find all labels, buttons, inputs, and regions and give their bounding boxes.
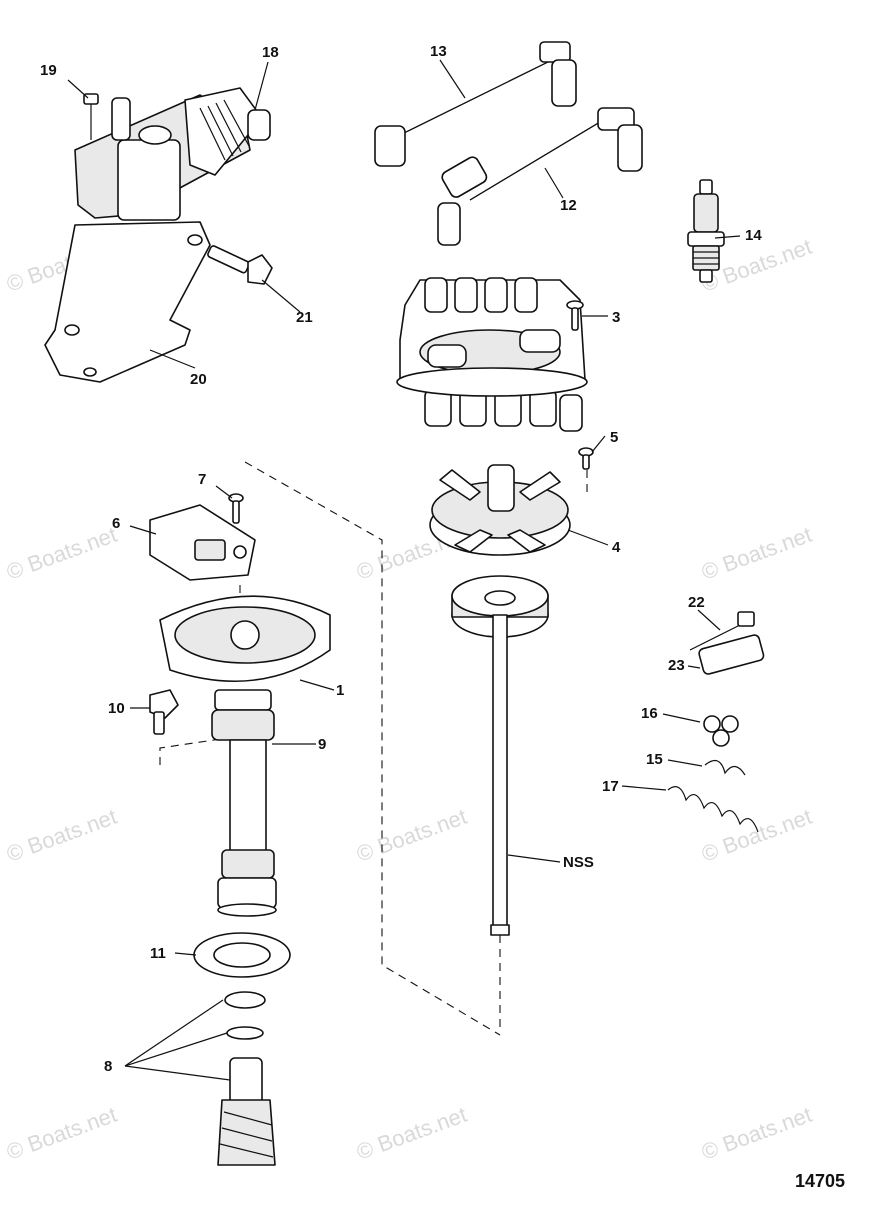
callout-16: 16	[641, 705, 658, 722]
callout-11: 11	[150, 945, 166, 962]
callout-17: 17	[602, 778, 619, 795]
callout-10: 10	[108, 700, 125, 717]
wire-clips	[667, 611, 765, 833]
distributor-shaft	[451, 575, 549, 936]
rotor-screw	[578, 447, 594, 470]
watermark: © Boats.net	[353, 1102, 470, 1165]
ignition-coil-assembly	[74, 87, 271, 221]
bolt	[207, 245, 273, 285]
callout-23: 23	[668, 657, 685, 674]
watermark: © Boats.net	[698, 804, 815, 867]
callout-15: 15	[646, 751, 663, 768]
callout-8: 8	[104, 1058, 112, 1075]
mounting-bracket	[44, 221, 211, 383]
callout-7: 7	[198, 471, 206, 488]
pickup-sensor	[149, 504, 256, 581]
callout-20: 20	[190, 371, 207, 388]
callout-14: 14	[745, 227, 762, 244]
callout-3: 3	[612, 309, 620, 326]
cap-screw	[566, 300, 584, 331]
washer	[193, 932, 291, 978]
leader-lines	[67, 59, 741, 1081]
callout-labels: 19 18 13 12 14 21 3 20 5 7 6 4 22 23 1 1…	[40, 43, 762, 1075]
figure-number: 14705	[795, 1171, 845, 1191]
callout-12: 12	[560, 197, 577, 214]
distributor-cap	[396, 277, 588, 432]
callout-18: 18	[262, 44, 279, 61]
rotor	[429, 464, 571, 556]
callout-4: 4	[612, 539, 621, 556]
watermark: © Boats.net	[3, 1102, 120, 1165]
sensor-screw	[228, 493, 244, 524]
hold-down-bolt	[149, 689, 179, 735]
callout-13: 13	[430, 43, 447, 60]
spark-plug	[687, 179, 725, 283]
callout-21: 21	[296, 309, 313, 326]
watermark: © Boats.net	[3, 522, 120, 585]
callout-22: 22	[688, 594, 705, 611]
callout-6: 6	[112, 515, 120, 532]
callout-19: 19	[40, 62, 57, 79]
watermark: © Boats.net	[698, 522, 815, 585]
drive-gear-set	[217, 991, 276, 1166]
spark-plug-leads	[374, 41, 643, 246]
watermark: © Boats.net	[3, 804, 120, 867]
watermark: © Boats.net	[353, 804, 470, 867]
distributor-housing	[159, 595, 331, 917]
callout-nss: NSS	[563, 854, 594, 871]
callout-5: 5	[610, 429, 618, 446]
watermark: © Boats.net	[698, 1102, 815, 1165]
callout-1: 1	[336, 682, 344, 699]
callout-9: 9	[318, 736, 326, 753]
